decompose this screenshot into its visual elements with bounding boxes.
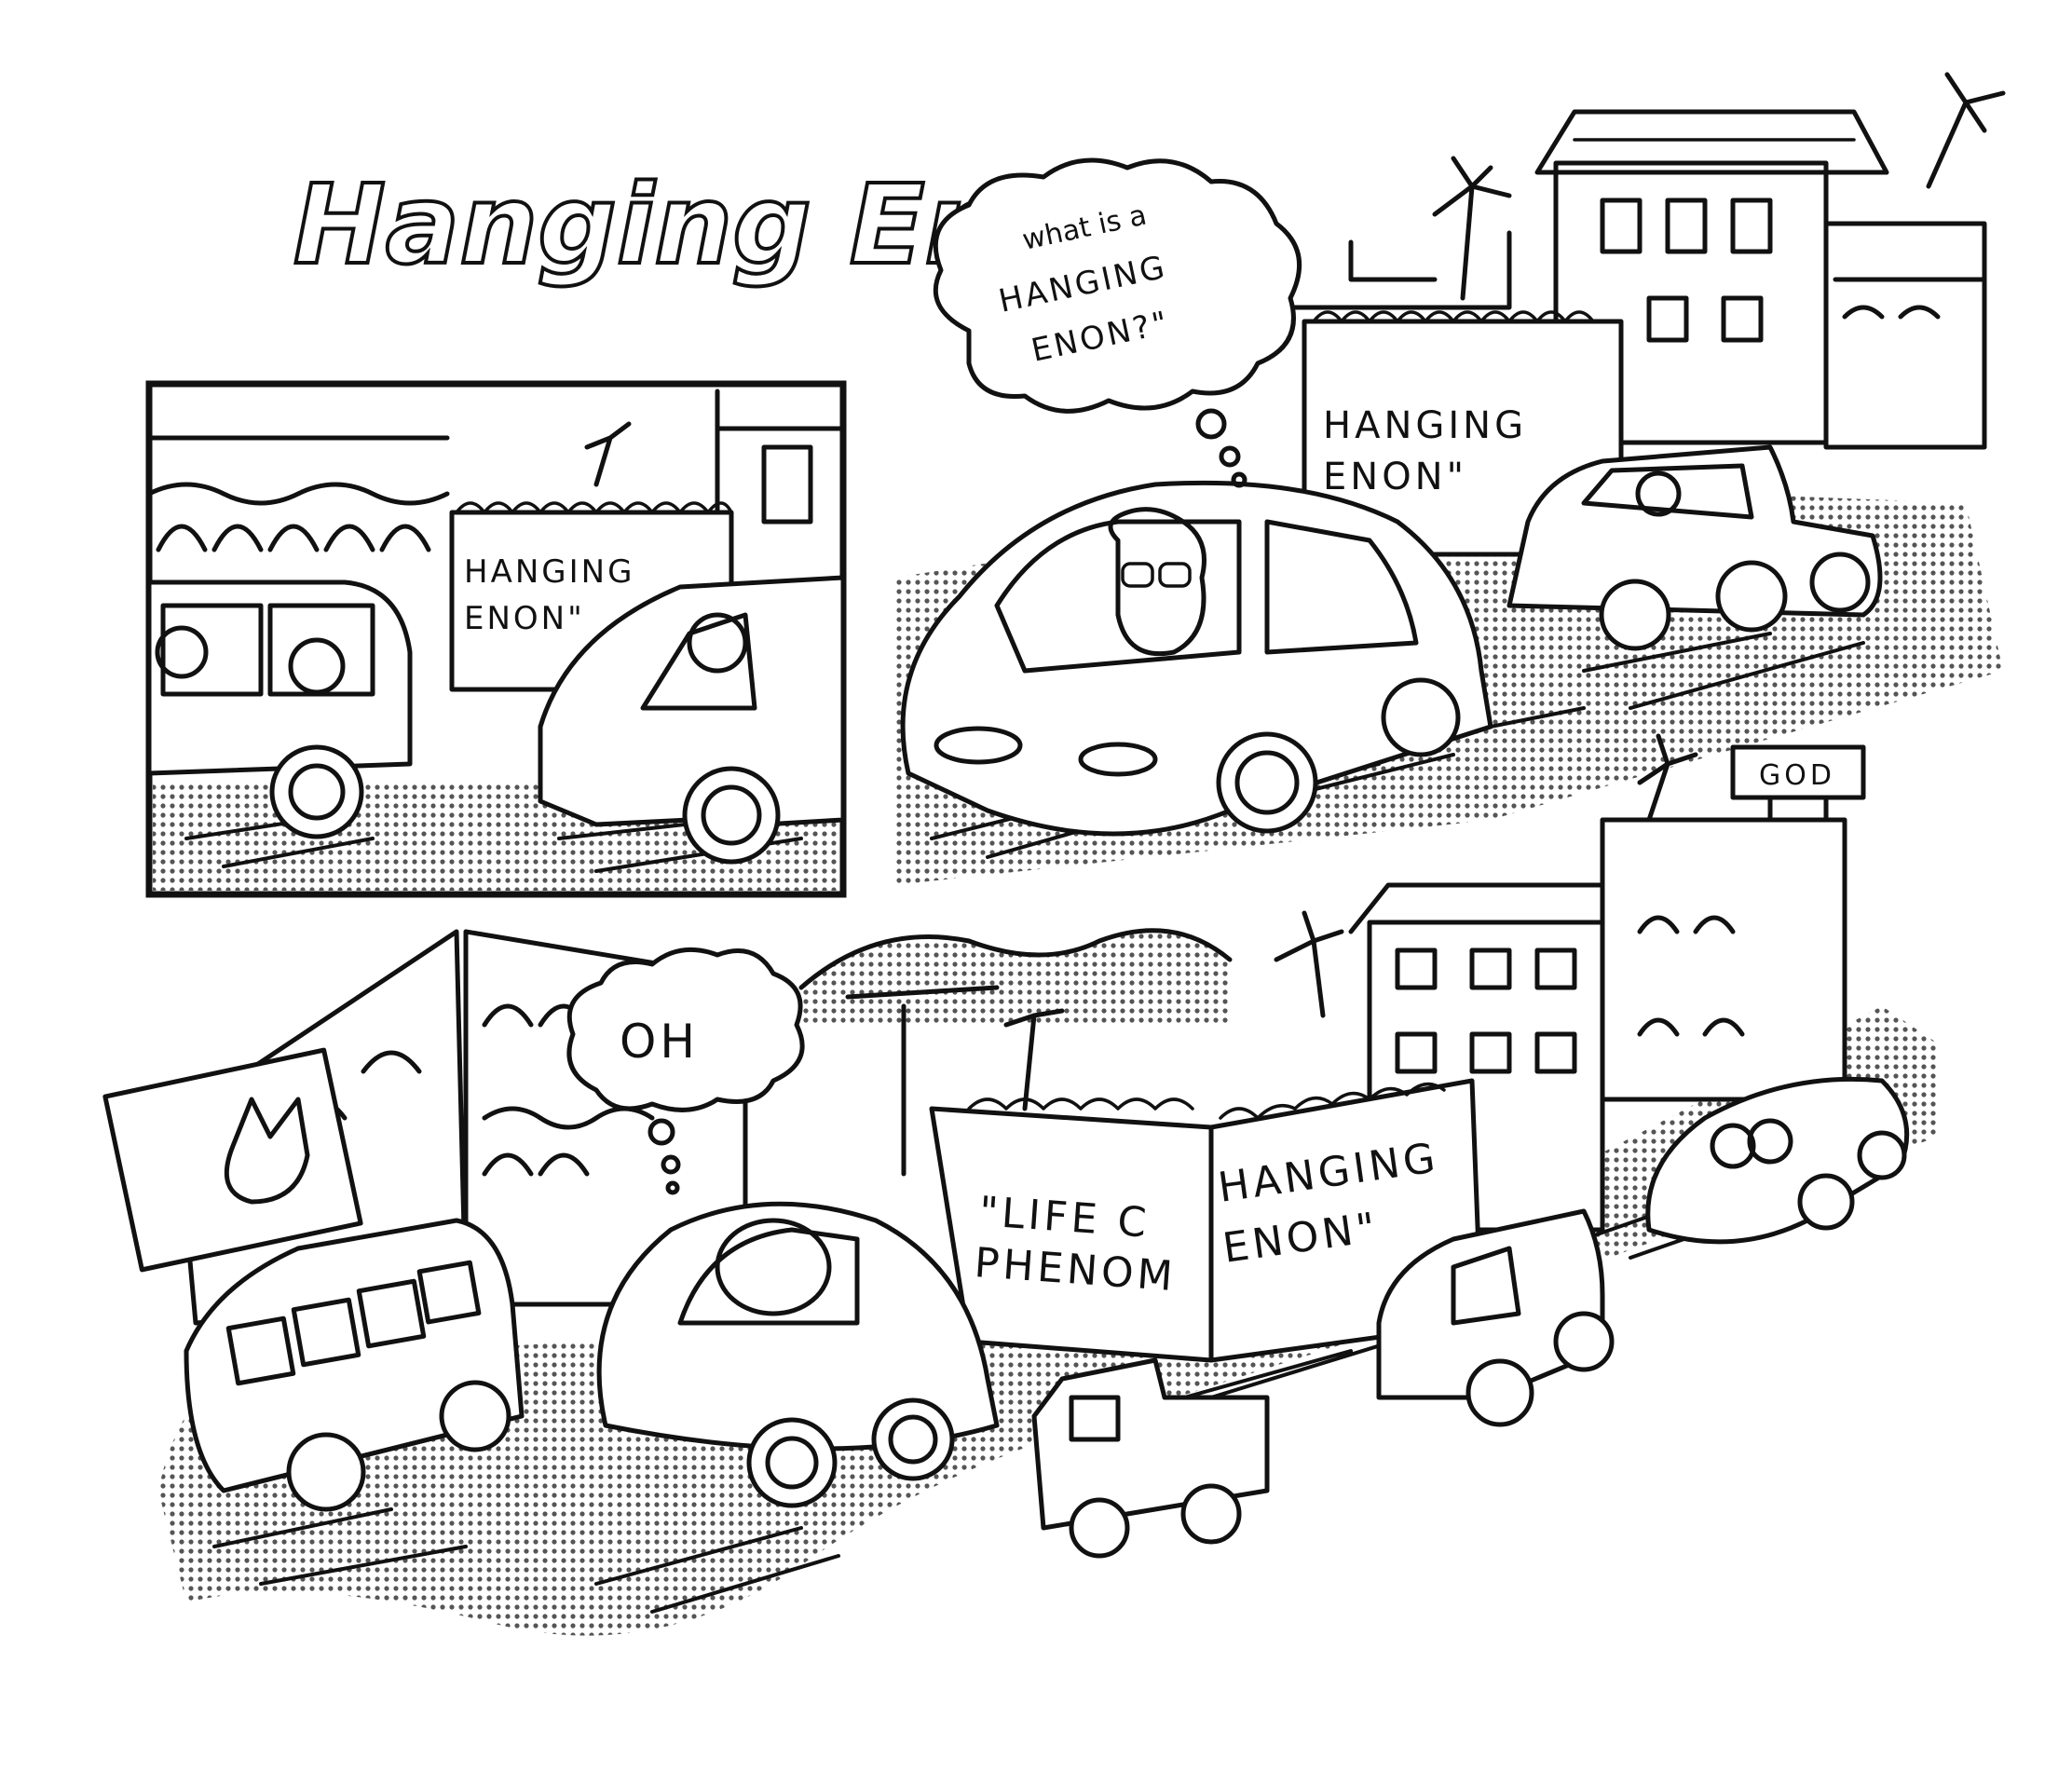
sign-god: GOD — [1759, 759, 1835, 792]
truck-label-line1: HANGING — [464, 553, 634, 591]
truck-label-line2: ENON" — [464, 600, 585, 637]
panel-2: HANGING ENON" what is a HANGING ENON?" — [900, 157, 1883, 837]
panel-1: HANGING ENON" — [145, 380, 847, 898]
thought-oh: OH — [620, 1015, 699, 1069]
truck2-label-line1: HANGING — [1323, 404, 1527, 447]
bottom-scene: GOD OH "LIFE C PHENOM HANGING ENON" — [102, 733, 1938, 1636]
top-buildings — [1246, 72, 2006, 450]
truck2-label-line2: ENON" — [1323, 456, 1467, 498]
